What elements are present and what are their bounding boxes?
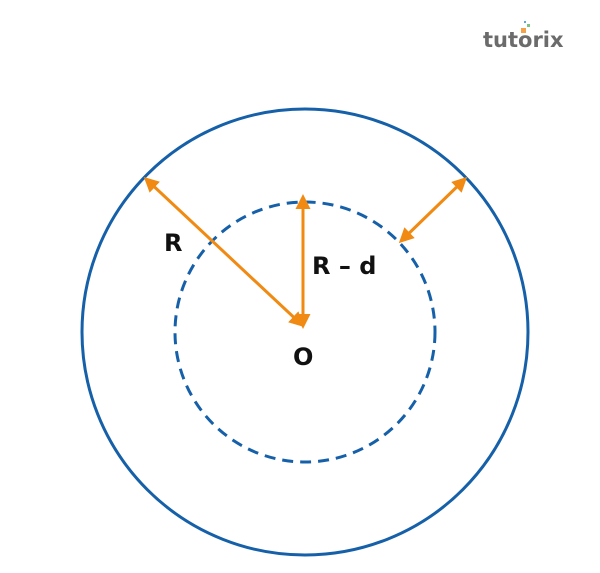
logo-dot-blue [524,21,526,23]
thickness-d-arrow [398,176,468,244]
logo-dot-green [527,24,530,27]
label-R: R [164,229,182,257]
logo-dot-orange [521,28,526,33]
outer-circle [80,107,530,557]
label-R-minus-d: R – d [312,252,376,280]
radius-R-arrow [143,176,305,328]
label-center-O: O [293,343,313,371]
tutorix-logo: tutorix [483,21,564,52]
